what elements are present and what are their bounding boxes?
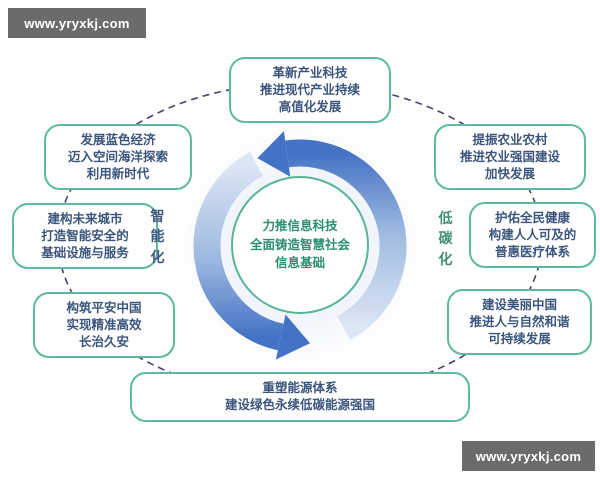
node-line: 提振农业农村 — [472, 133, 548, 147]
label-intelligentization: 智能化 — [150, 208, 165, 265]
center-node: 力推信息科技 全面铸造智慧社会 信息基础 — [231, 176, 369, 314]
node-line: 推进农业强国建设 — [459, 149, 560, 164]
center-node-line: 信息基础 — [274, 256, 325, 271]
node-line: 建设美丽中国 — [481, 298, 557, 312]
node-line: 迈入空间海洋探索 — [67, 149, 168, 164]
node-agriculture: 提振农业农村 推进农业强国建设 加快发展 — [434, 124, 586, 191]
cycle-arrow-down-icon — [193, 151, 310, 360]
center-node-line: 力推信息科技 — [262, 218, 338, 233]
node-blue-economy: 发展蓝色经济 迈入空间海洋探索 利用新时代 — [44, 124, 192, 191]
node-future-city: 建构未来城市 打造智能安全的 基础设施与服务 — [12, 203, 158, 270]
node-line: 加快发展 — [484, 166, 535, 181]
node-line: 发展蓝色经济 — [80, 133, 156, 147]
node-line: 护佑全民健康 — [494, 211, 570, 225]
node-line: 长治久安 — [78, 334, 129, 349]
node-public-health: 护佑全民健康 构建人人可及的 普惠医疗体系 — [469, 202, 596, 269]
node-line: 推进人与自然和谐 — [469, 314, 570, 329]
node-line: 推进现代产业持续 — [259, 82, 360, 97]
center-node-line: 全面铸造智慧社会 — [249, 237, 350, 252]
node-line: 基础设施与服务 — [41, 245, 129, 260]
node-line: 实现精准高效 — [66, 317, 142, 332]
node-line: 可持续发展 — [488, 331, 551, 346]
node-line: 利用新时代 — [86, 166, 150, 181]
watermark-top-left: www.yryxkj.com — [8, 8, 146, 38]
node-line: 打造智能安全的 — [41, 228, 129, 243]
node-line: 构建人人可及的 — [488, 227, 577, 242]
node-safe-china: 构筑平安中国 实现精准高效 长治久安 — [33, 292, 175, 359]
node-line: 重塑能源体系 — [262, 381, 338, 395]
label-low-carbonization: 低碳化 — [438, 210, 453, 267]
node-energy-system: 重塑能源体系 建设绿色永续低碳能源强国 — [130, 372, 470, 422]
node-line: 普惠医疗体系 — [494, 244, 570, 259]
node-line: 建设绿色永续低碳能源强国 — [224, 397, 375, 412]
node-line: 建构未来城市 — [47, 212, 123, 226]
node-line: 高值化发展 — [278, 99, 342, 114]
node-line: 构筑平安中国 — [66, 301, 142, 315]
watermark-bottom-right: www.yryxkj.com — [462, 441, 595, 471]
node-line: 革新产业科技 — [272, 66, 348, 80]
node-beautiful-china: 建设美丽中国 推进人与自然和谐 可持续发展 — [447, 289, 592, 356]
cycle-arrow-up-icon — [257, 131, 407, 341]
node-industry-tech: 革新产业科技 推进现代产业持续 高值化发展 — [229, 57, 391, 124]
